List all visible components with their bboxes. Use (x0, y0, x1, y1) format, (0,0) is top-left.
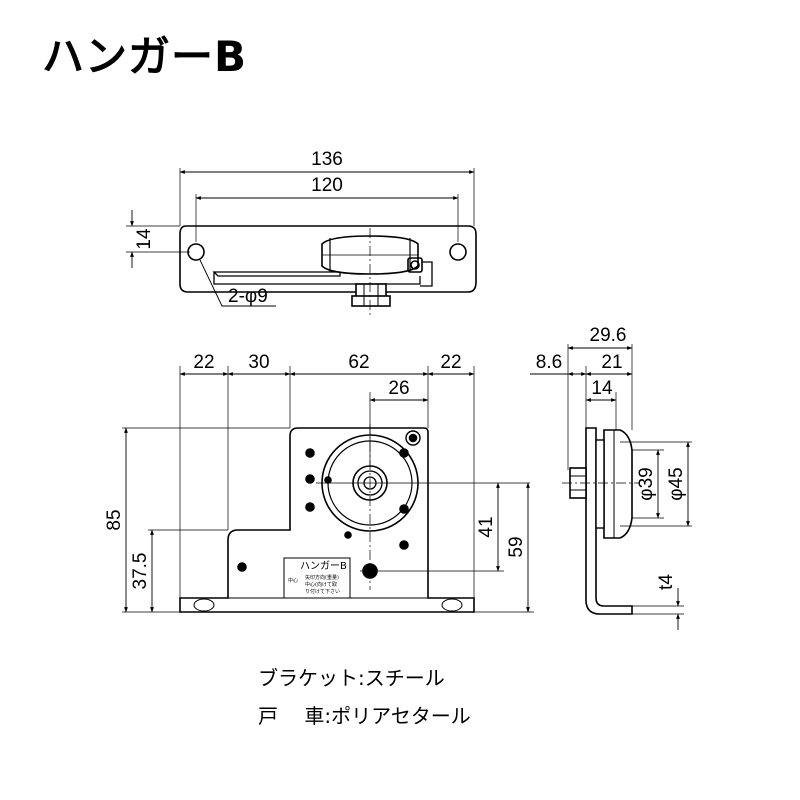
dim-left: 22 (193, 352, 214, 373)
label-side: 中心 (288, 577, 298, 584)
dim-middle: 62 (348, 352, 369, 373)
label-note-3: り付けて下さい (305, 588, 340, 595)
dim-side-offset: 8.6 (536, 352, 562, 373)
dim-wheel-offset: 26 (388, 378, 409, 399)
dim-total-width: 136 (311, 149, 343, 170)
top-plate-outline (179, 225, 477, 293)
dim-side-body: 21 (601, 352, 622, 373)
dim-wheel-height: 59 (506, 536, 527, 557)
label-note-2: 中心(向けて取 (305, 581, 337, 588)
side-view (530, 344, 692, 630)
dim-hole-pitch: 120 (311, 175, 343, 196)
spec-wheel: 戸 車:ポリアセタール (258, 700, 471, 729)
dim-top-height: 14 (134, 228, 155, 250)
front-bracket-outline (179, 427, 475, 613)
dim-total-height: 85 (104, 509, 125, 530)
dim-plate-thickness: t4 (656, 574, 677, 590)
drawing-title: ハンガーB (42, 32, 248, 81)
side-bracket (585, 427, 633, 615)
dim-wheel-width: 14 (591, 378, 613, 399)
front-view (122, 366, 534, 613)
label-title: ハンガーB (300, 560, 347, 572)
spec-separator: : (324, 704, 332, 728)
spec-bracket-value: スチール (364, 666, 445, 690)
spec-wheel-value: ポリアセタール (331, 704, 471, 728)
product-label (283, 557, 351, 599)
dim-side-total: 29.6 (590, 325, 627, 346)
top-view (126, 168, 477, 318)
mount-hole-right (449, 243, 467, 261)
side-wheel (603, 429, 633, 539)
spec-bracket: ブラケット:スチール (258, 662, 445, 691)
spec-wheel-label: 戸 車 (258, 704, 325, 728)
dim-step-height: 37.5 (130, 553, 151, 590)
wheel-top (321, 235, 419, 275)
dim-hole-height: 41 (476, 516, 497, 537)
label-note-1: 矢印方向(重量) (305, 574, 339, 581)
spec-separator: : (358, 666, 365, 690)
dim-step: 30 (248, 352, 269, 373)
dim-wheel-outer: φ45 (666, 467, 687, 500)
dim-wheel-inner: φ39 (636, 467, 657, 500)
dim-holes: 2-φ9 (228, 286, 268, 307)
dim-right: 22 (440, 352, 461, 373)
mount-hole-left (187, 243, 205, 261)
spec-bracket-label: ブラケット (258, 666, 358, 690)
